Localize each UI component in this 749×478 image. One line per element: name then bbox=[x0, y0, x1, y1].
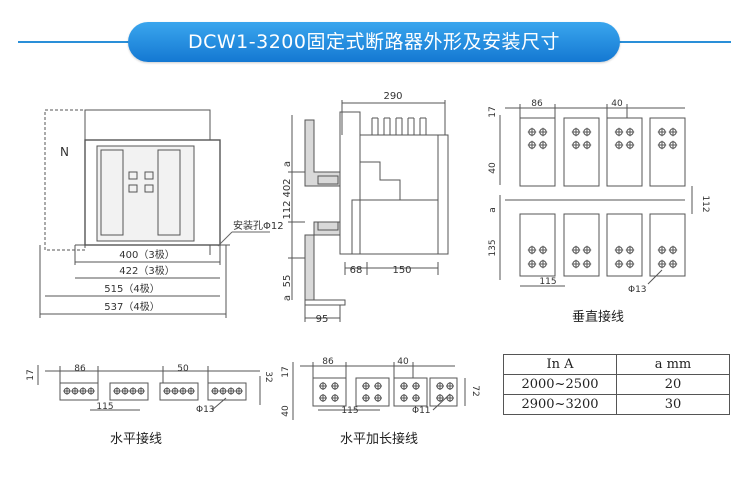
v-dim-40-top: 40 bbox=[611, 99, 623, 109]
h-dim-phi13: Φ13 bbox=[196, 405, 215, 415]
dim-402: 402 bbox=[282, 178, 293, 197]
e-dim-phi11: Φ11 bbox=[412, 406, 431, 416]
page-title: DCW1-3200固定式断路器外形及安装尺寸 bbox=[128, 22, 620, 62]
spec-table: In A a mm 2000~2500 20 2900~3200 30 bbox=[503, 354, 730, 415]
spec-header-in: In A bbox=[503, 354, 617, 375]
title-rule-right bbox=[618, 41, 731, 43]
dim-150: 150 bbox=[392, 265, 411, 276]
dim-95: 95 bbox=[316, 314, 329, 325]
caption-vertical: 垂直接线 bbox=[572, 310, 625, 325]
dim-a-upper: a bbox=[282, 161, 293, 167]
v-dim-a: a bbox=[488, 207, 498, 213]
horizontal-connection bbox=[37, 365, 261, 411]
bolt-holes bbox=[63, 127, 678, 402]
h-dim-86: 86 bbox=[74, 364, 86, 374]
v-dim-112: 112 bbox=[700, 195, 710, 212]
extended-connection bbox=[292, 362, 466, 420]
e-dim-115: 115 bbox=[341, 406, 358, 416]
e-dim-72: 72 bbox=[470, 385, 480, 396]
table-row: 2900~3200 30 bbox=[503, 394, 730, 415]
spec-cell: 30 bbox=[616, 394, 730, 415]
dim-290: 290 bbox=[383, 91, 402, 102]
h-dim-17: 17 bbox=[26, 369, 36, 380]
e-dim-86: 86 bbox=[322, 357, 334, 367]
e-dim-17: 17 bbox=[281, 366, 291, 377]
dim-400: 400（3极） bbox=[119, 248, 174, 261]
dim-515: 515（4极） bbox=[104, 282, 159, 295]
side-view bbox=[288, 100, 449, 322]
title-rule-left bbox=[18, 41, 130, 43]
v-dim-phi13: Φ13 bbox=[628, 285, 647, 295]
mounting-hole-label: 安装孔Φ12 bbox=[233, 219, 284, 232]
dim-112: 112 bbox=[282, 200, 293, 219]
v-dim-135: 135 bbox=[488, 239, 498, 256]
h-dim-50: 50 bbox=[177, 364, 189, 374]
front-view bbox=[39, 109, 270, 318]
dim-422: 422（3极） bbox=[119, 264, 174, 277]
dim-55: 55 bbox=[282, 275, 293, 288]
dim-537: 537（4极） bbox=[104, 300, 159, 313]
dim-a-lower: a bbox=[282, 295, 293, 301]
neutral-label: N bbox=[60, 145, 69, 159]
e-dim-40-side: 40 bbox=[281, 405, 291, 417]
caption-extended: 水平加长接线 bbox=[340, 432, 419, 447]
caption-horizontal: 水平接线 bbox=[110, 432, 163, 447]
dim-68: 68 bbox=[350, 265, 363, 276]
vertical-connection bbox=[499, 104, 693, 287]
spec-header-a: a mm bbox=[616, 354, 730, 375]
spec-header-row: In A a mm bbox=[503, 354, 730, 375]
spec-cell: 2900~3200 bbox=[503, 394, 617, 415]
table-row: 2000~2500 20 bbox=[503, 374, 730, 395]
e-dim-40-top: 40 bbox=[397, 357, 409, 367]
v-dim-115: 115 bbox=[539, 277, 556, 287]
h-dim-32: 32 bbox=[263, 371, 273, 382]
h-dim-115: 115 bbox=[96, 402, 113, 412]
v-dim-40-side: 40 bbox=[488, 162, 498, 174]
spec-cell: 20 bbox=[616, 374, 730, 395]
v-dim-86: 86 bbox=[531, 99, 543, 109]
spec-cell: 2000~2500 bbox=[503, 374, 617, 395]
v-dim-17: 17 bbox=[488, 106, 498, 117]
